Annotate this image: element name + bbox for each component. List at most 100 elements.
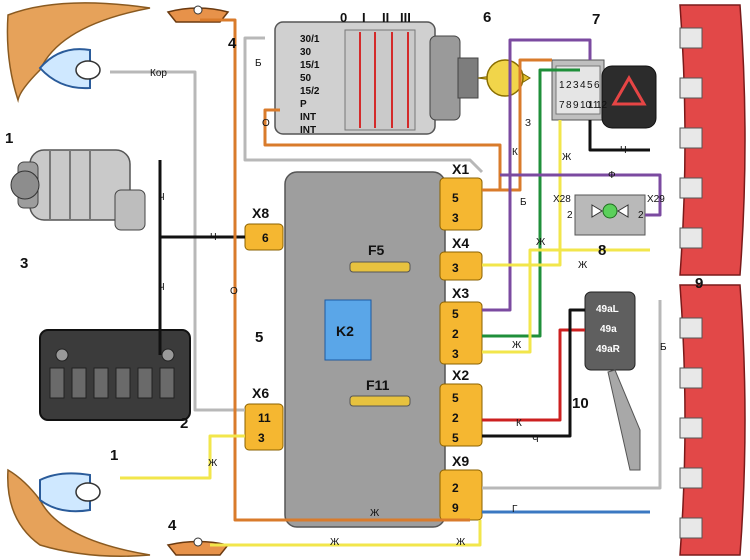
x1-pin-2: 3: [452, 211, 459, 225]
label-4-top: 4: [228, 35, 237, 52]
ign-pos-iii: III: [400, 10, 411, 25]
svg-text:3: 3: [573, 80, 579, 91]
ign-pos-0: 0: [340, 10, 347, 25]
block-connectors: [244, 177, 483, 521]
svg-text:Ч: Ч: [210, 232, 217, 243]
x9-pin-2: 9: [452, 501, 459, 515]
alternator: [10, 149, 146, 231]
turn-49a: 49a: [600, 324, 617, 335]
svg-text:Ч: Ч: [158, 282, 165, 293]
svg-text:Ж: Ж: [208, 458, 218, 469]
label-7: 7: [592, 11, 600, 28]
indicator-x29-pin: 2: [638, 210, 644, 221]
ign-term-4: 50: [300, 73, 312, 84]
svg-text:Б: Б: [255, 58, 262, 69]
svg-text:К: К: [512, 147, 518, 158]
conn-x8: X8: [252, 205, 269, 221]
svg-text:Ж: Ж: [456, 537, 466, 548]
x2-pin-1: 5: [452, 391, 459, 405]
fuse-f11: F11: [366, 377, 390, 393]
svg-text:Ч: Ч: [158, 192, 165, 203]
ign-term-2: 30: [300, 47, 312, 58]
svg-text:2: 2: [566, 80, 572, 91]
svg-text:5: 5: [587, 80, 593, 91]
wire-labels: Кор Б О З К Ж Ч Ф Б Ж Ж Ч Ч Ч О Ж Б К Ч …: [150, 58, 667, 548]
headlight-bottom: [7, 468, 151, 557]
svg-text:Ф: Ф: [608, 170, 616, 181]
turn-signal-switch: [584, 291, 641, 471]
label-1-top: 1: [5, 130, 13, 147]
ign-term-3: 15/1: [300, 60, 320, 71]
x2-pin-2: 2: [452, 411, 459, 425]
svg-text:1: 1: [559, 80, 565, 91]
svg-text:10: 10: [580, 100, 592, 111]
label-10: 10: [572, 395, 589, 412]
ignition-switch-labels: 0 I II III 30/1 30 15/1 50 15/2 P INT IN…: [300, 10, 411, 136]
label-5: 5: [255, 329, 263, 346]
ignition-switch: [274, 21, 531, 135]
svg-text:Г: Г: [512, 504, 518, 515]
svg-text:6: 6: [594, 80, 600, 91]
svg-text:8: 8: [566, 100, 572, 111]
x3-pin-2: 2: [452, 327, 459, 341]
rear-lamp-top: [679, 4, 746, 276]
conn-x4: X4: [452, 235, 469, 251]
x6-pin-2: 3: [258, 431, 265, 445]
svg-text:Ж: Ж: [536, 237, 546, 248]
component-numbers: 1 1 2 3 4 4 5 6 7 8 9 10: [5, 9, 703, 534]
svg-text:4: 4: [580, 80, 586, 91]
conn-x9: X9: [452, 453, 469, 469]
ign-pos-i: I: [362, 10, 366, 25]
label-2: 2: [180, 415, 188, 432]
turn-49ar: 49aR: [596, 344, 621, 355]
label-3: 3: [20, 255, 28, 272]
svg-text:Б: Б: [520, 197, 527, 208]
svg-text:9: 9: [573, 100, 579, 111]
relay-k2: K2: [336, 323, 354, 339]
svg-text:Ж: Ж: [370, 508, 380, 519]
label-8: 8: [598, 242, 606, 259]
fuse-f5: F5: [368, 242, 385, 258]
svg-text:7: 7: [559, 100, 565, 111]
x4-pin-1: 3: [452, 261, 459, 275]
svg-text:12: 12: [596, 100, 608, 111]
svg-text:11: 11: [588, 100, 599, 111]
x3-pin-3: 3: [452, 347, 459, 361]
conn-x6: X6: [252, 385, 269, 401]
x2-pin-3: 5: [452, 431, 459, 445]
svg-text:Кор: Кор: [150, 68, 167, 79]
x9-pin-1: 2: [452, 481, 459, 495]
x6-pin-1: 11: [258, 411, 271, 425]
label-4-bottom: 4: [168, 517, 177, 534]
x3-pin-1: 5: [452, 307, 459, 321]
svg-text:Ж: Ж: [512, 340, 522, 351]
svg-text:З: З: [525, 118, 531, 129]
label-6: 6: [483, 9, 491, 26]
wires: [110, 18, 662, 547]
rear-lamp-bottom: [679, 284, 746, 556]
svg-text:Ж: Ж: [562, 152, 572, 163]
ign-pos-ii: II: [382, 10, 389, 25]
svg-text:Ч: Ч: [620, 145, 627, 156]
indicator-x28: X28: [553, 194, 571, 205]
svg-text:О: О: [262, 118, 270, 129]
svg-text:Ч: Ч: [532, 434, 539, 445]
label-1-bottom: 1: [110, 447, 118, 464]
headlight-top: [6, 2, 151, 103]
battery: [39, 329, 191, 421]
x1-pin-1: 5: [452, 191, 459, 205]
x8-pin-1: 6: [262, 231, 269, 245]
label-9: 9: [695, 275, 703, 292]
connector-labels: X1 5 3 X4 3 X3 5 2 3 X2 5 2 5 X9 2 9 X8 …: [252, 161, 469, 515]
svg-text:О: О: [230, 286, 238, 297]
conn-x1: X1: [452, 161, 469, 177]
turn-49al: 49aL: [596, 304, 619, 315]
conn-x3: X3: [452, 285, 469, 301]
svg-text:Ж: Ж: [330, 537, 340, 548]
ign-term-5: 15/2: [300, 86, 320, 97]
ign-term-7: INT: [300, 112, 316, 123]
indicator-x28-pin: 2: [567, 210, 573, 221]
hazard-indicator: [574, 194, 646, 236]
hazard-switch-pins: 1 2 3 4 5 6 7 8 9 10 11 12: [559, 80, 608, 111]
